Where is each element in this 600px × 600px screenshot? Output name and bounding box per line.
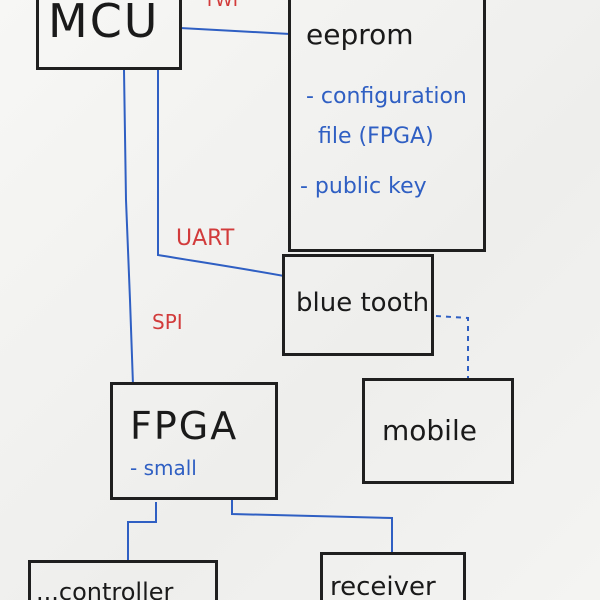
fpga-receiver-line	[231, 500, 393, 552]
eeprom-box	[288, 0, 486, 252]
mcu-box	[36, 0, 182, 70]
eeprom-note-file-fpga: file (FPGA)	[318, 124, 434, 149]
uart-label: UART	[176, 226, 235, 251]
fpga-label: FPGA	[130, 404, 239, 448]
spi-line	[123, 69, 134, 386]
fpga-note-small: - small	[130, 456, 197, 480]
receiver-label: receiver	[330, 572, 436, 600]
mobile-box	[362, 378, 514, 484]
bluetooth-label: blue tooth	[296, 288, 430, 318]
receiver-box	[320, 552, 466, 600]
eeprom-note-public-key: - public key	[300, 174, 427, 199]
controller-box	[28, 560, 218, 600]
bluetooth-box	[282, 254, 434, 356]
twi-line	[179, 27, 291, 35]
eeprom-note-configuration: - configuration	[306, 84, 467, 109]
bluetooth-mobile-dashed-line	[435, 315, 469, 378]
controller-label: ...controller	[36, 578, 174, 600]
eeprom-label: eeprom	[306, 18, 414, 51]
mobile-label: mobile	[382, 414, 477, 447]
twi-label: TWI	[204, 0, 239, 11]
spi-label: SPI	[152, 310, 183, 334]
fpga-controller-line	[127, 502, 157, 562]
mcu-label: MCU	[48, 0, 160, 48]
fpga-box	[110, 382, 278, 500]
uart-line	[157, 70, 285, 277]
